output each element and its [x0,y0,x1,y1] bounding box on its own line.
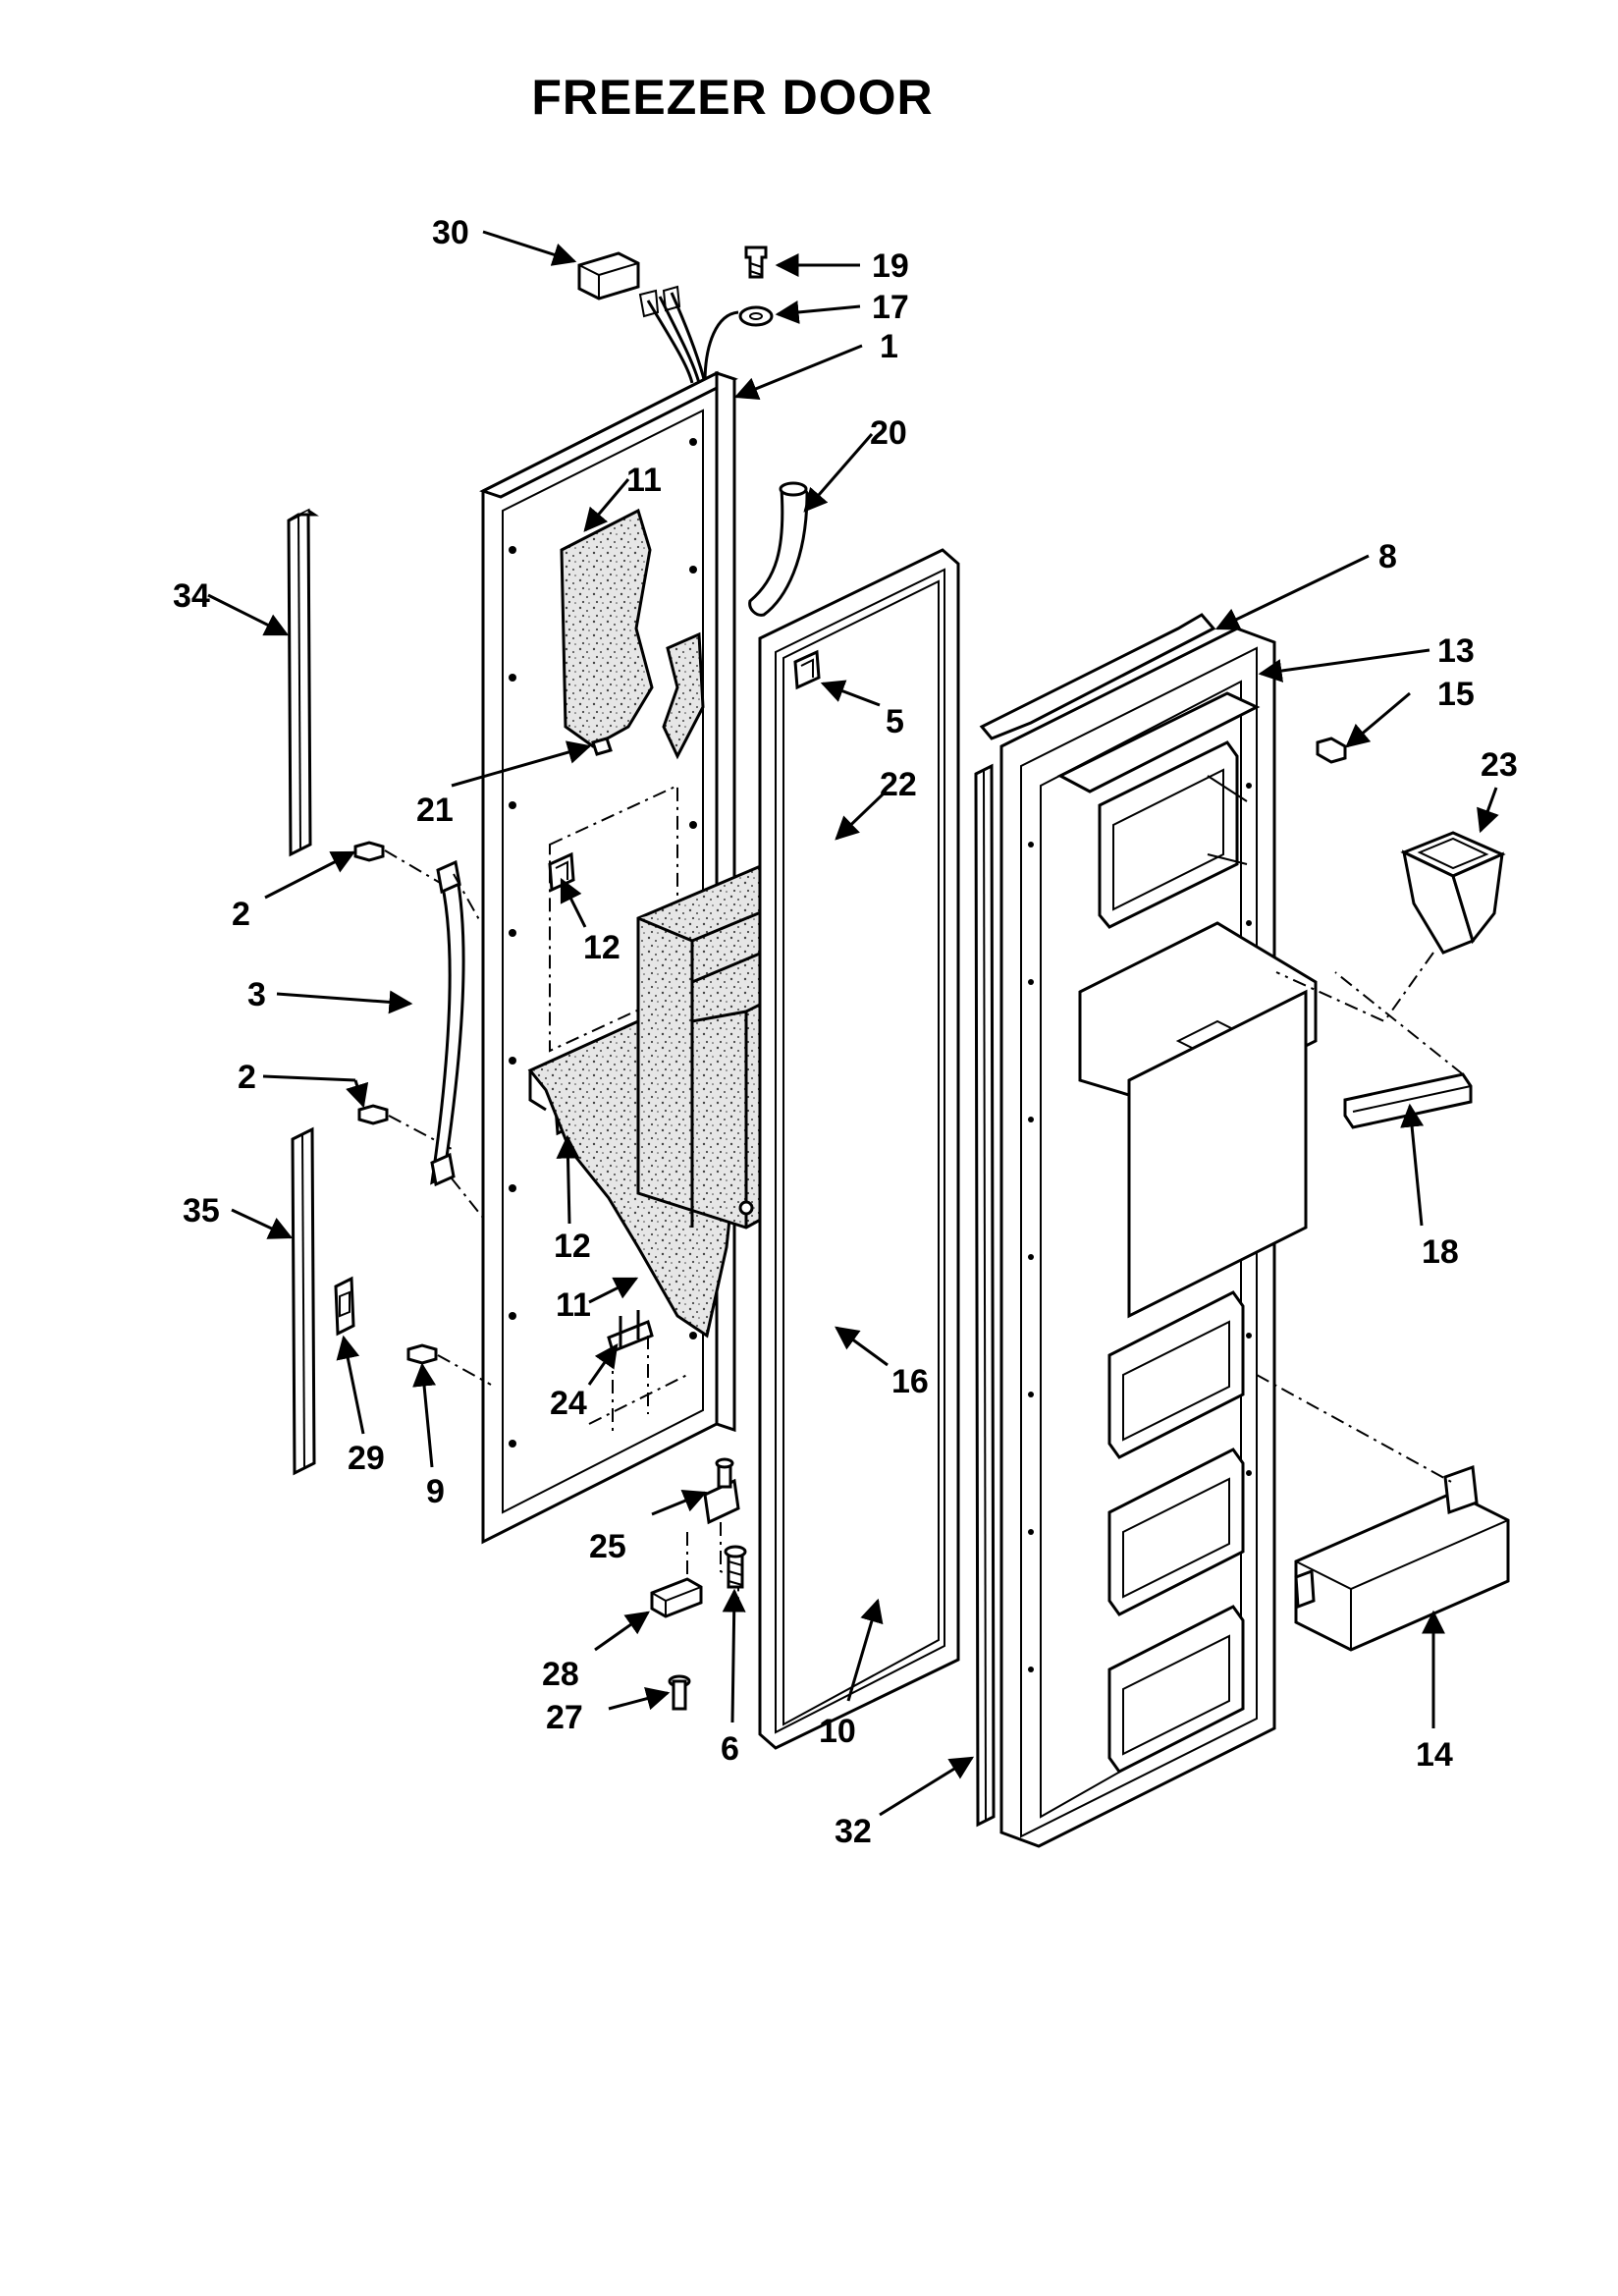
part-bracket-24 [588,1310,688,1434]
callout-labels: 30 19 17 1 20 11 8 34 13 15 5 23 21 22 2… [173,214,1518,1850]
part-screw-15 [1316,737,1347,764]
part-inner-liner-13 [999,627,1318,1848]
callout-21: 21 [416,792,454,829]
callout-5: 5 [886,703,904,740]
callout-2a: 2 [232,896,250,933]
part-gasket-10 [758,548,960,1750]
part-clip-5 [793,649,821,690]
part-screw-6 [724,1545,747,1589]
callout-12a: 12 [583,929,620,966]
leader-lines [207,230,1499,1817]
callout-14: 14 [1416,1736,1453,1774]
part-clip-29 [334,1276,355,1337]
part-screw-19 [744,246,768,279]
part-connector-plug [577,251,640,301]
callout-13: 13 [1437,632,1475,670]
callout-34: 34 [173,577,210,615]
callout-23: 23 [1481,746,1518,784]
callout-1: 1 [880,328,898,365]
part-tube-20 [748,481,809,617]
part-handle-3 [430,859,484,1219]
callout-17: 17 [872,289,909,326]
callout-8: 8 [1378,538,1397,575]
callout-29: 29 [348,1440,385,1477]
part-bin-14 [1256,1374,1510,1652]
part-trim-35 [291,1126,316,1476]
callout-27: 27 [546,1699,583,1736]
part-strip-32 [974,763,996,1828]
part-top-cap-8 [979,613,1216,740]
part-screw-2a [353,841,443,885]
callout-12b: 12 [554,1228,591,1265]
callout-9: 9 [426,1473,445,1510]
callout-32: 32 [835,1813,872,1850]
callout-11b: 11 [556,1286,591,1324]
callout-16: 16 [891,1363,929,1400]
callout-24: 24 [550,1385,587,1422]
part-screw-9 [406,1343,492,1386]
callout-35: 35 [183,1192,220,1230]
callout-15: 15 [1437,676,1475,713]
callout-18: 18 [1422,1233,1459,1271]
callout-25: 25 [589,1528,626,1565]
callout-3: 3 [247,976,266,1013]
callout-11a: 11 [626,462,662,499]
callout-28: 28 [542,1656,579,1693]
part-screw-27 [668,1674,691,1711]
callout-22: 22 [880,766,917,803]
part-trim-34 [287,508,319,857]
part-screw-21 [591,737,613,756]
part-insulation-11 [560,508,705,760]
callout-2b: 2 [238,1059,256,1096]
part-grommet-17 [738,305,774,327]
diagram-title: FREEZER DOOR [531,70,934,125]
part-rail-18 [1334,971,1473,1129]
part-chute-23 [1275,831,1506,1023]
callout-30: 30 [432,214,469,251]
part-hinge-block-28 [650,1577,703,1618]
callout-20: 20 [870,414,907,452]
callout-6: 6 [721,1730,739,1768]
callout-19: 19 [872,247,909,285]
callout-10: 10 [819,1713,856,1750]
